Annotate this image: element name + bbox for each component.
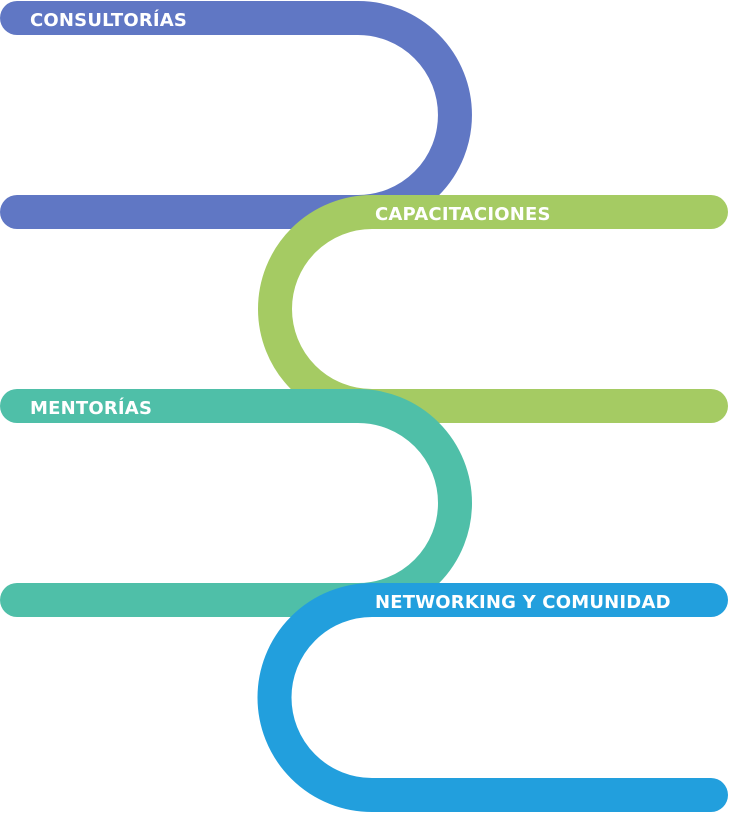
capacitaciones-path [258,195,728,423]
step-capacitaciones: CAPACITACIONES [258,195,728,423]
networking-path [257,583,728,812]
step-consultorias: CONSULTORÍAS [0,1,472,229]
consultorias-label: CONSULTORÍAS [30,9,187,31]
mentorias-path [0,389,472,617]
consultorias-path [0,1,472,229]
capacitaciones-label: CAPACITACIONES [375,204,551,225]
step-mentorias: MENTORÍAS [0,389,472,617]
step-networking: NETWORKING Y COMUNIDAD [257,583,728,812]
mentorias-label: MENTORÍAS [30,397,152,419]
networking-label: NETWORKING Y COMUNIDAD [375,592,671,613]
